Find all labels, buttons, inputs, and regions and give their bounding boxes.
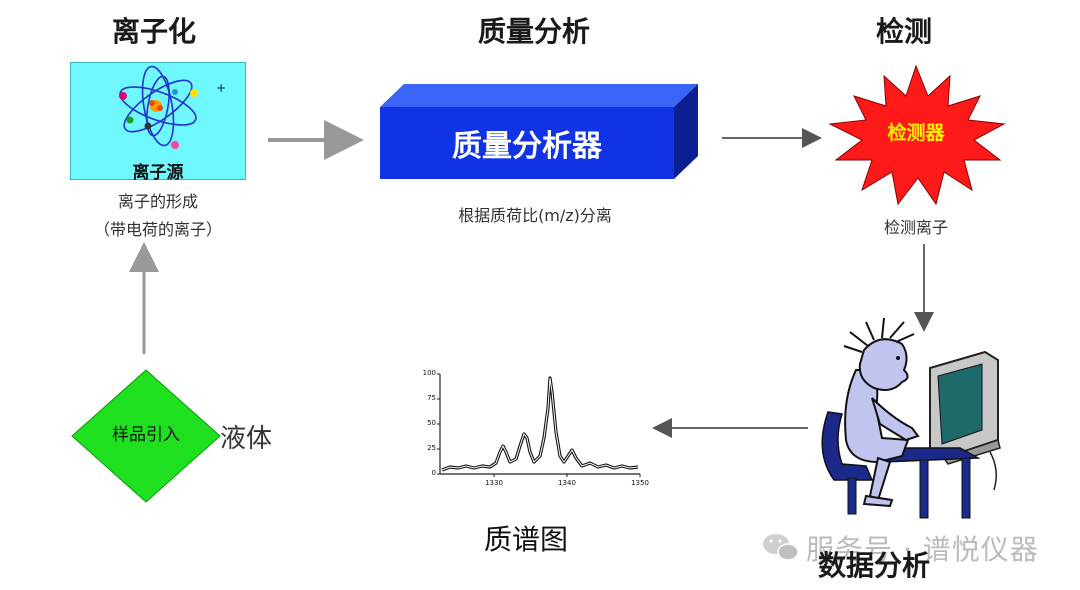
y-tick-75: 75 bbox=[427, 394, 436, 402]
charged-ions-text: （带电荷的离子） bbox=[93, 220, 222, 239]
x-tick-1330: 1330 bbox=[485, 479, 503, 487]
sample-intro-label: 样品引入 bbox=[112, 425, 180, 445]
watermark-text: 服务号 · 谱悦仪器 bbox=[806, 533, 1039, 566]
ion-source-label: 离子源 bbox=[132, 163, 184, 183]
analyzer-label: 质量分析器 bbox=[452, 129, 602, 164]
y-tick-25: 25 bbox=[427, 444, 436, 452]
spectrum-title: 质谱图 bbox=[484, 523, 569, 556]
x-tick-1350: 1350 bbox=[631, 479, 649, 487]
y-tick-50: 50 bbox=[427, 419, 436, 427]
ion-source-box bbox=[70, 62, 246, 180]
x-tick-1340: 1340 bbox=[558, 479, 576, 487]
detector-label: 检测器 bbox=[887, 122, 945, 144]
analyzer-description: 根据质荷比(m/z)分离 bbox=[458, 206, 612, 225]
detection-title: 检测 bbox=[876, 15, 933, 48]
data-analysis-title: 数据分析 bbox=[818, 549, 931, 582]
ion-formation-text: 离子的形成 bbox=[117, 192, 198, 211]
svg-text:+: + bbox=[216, 81, 226, 95]
mass-analysis-title: 质量分析 bbox=[478, 15, 591, 48]
analyzer-front bbox=[380, 107, 674, 179]
detect-ions-text: 检测离子 bbox=[883, 218, 948, 237]
ionization-title: 离子化 bbox=[112, 15, 197, 48]
y-tick-0: 0 bbox=[431, 469, 436, 477]
liquid-label: 液体 bbox=[220, 424, 273, 454]
y-tick-100: 100 bbox=[422, 369, 436, 377]
